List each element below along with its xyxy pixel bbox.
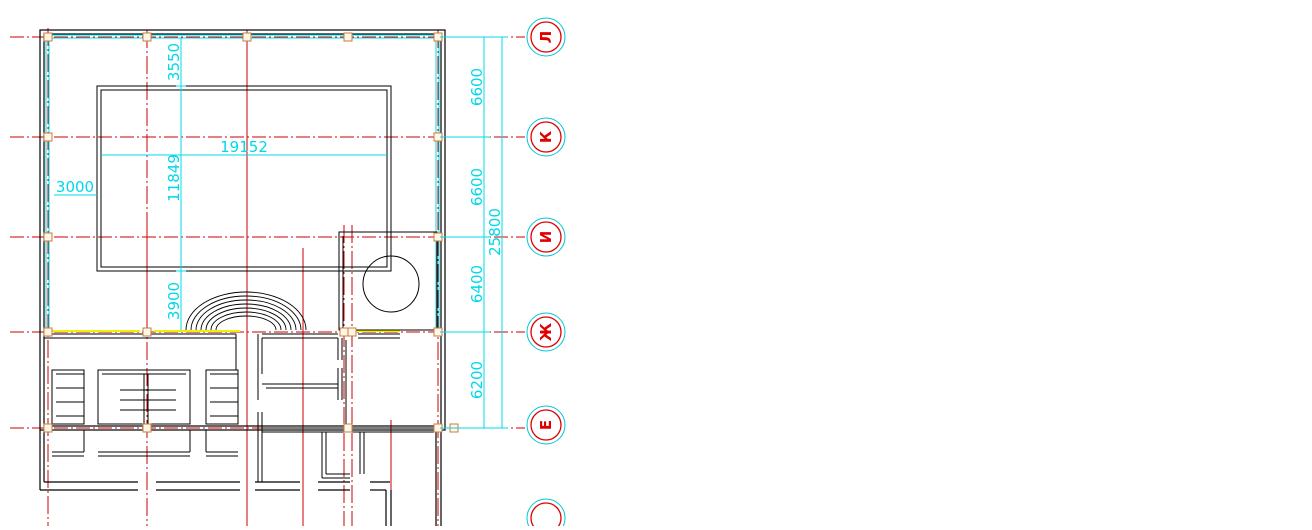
dimension-label-span-3: 6400	[468, 265, 486, 303]
axis-bubble-e: Е	[526, 405, 566, 445]
column-mark	[242, 32, 252, 42]
column-mark	[43, 232, 53, 242]
axis-bubble-label: Е	[537, 420, 555, 430]
axis-bubble-label: К	[537, 130, 555, 143]
axis-bubble-label: Ж	[537, 322, 555, 341]
axis-bubble-i: И	[526, 217, 566, 257]
axis-bubble-l: Л	[526, 17, 566, 57]
dimension-label-span-1: 6600	[468, 68, 486, 106]
dimension-label-top-offset: 3550	[165, 43, 183, 81]
dimension-label-bottom-offset: 3900	[165, 282, 183, 320]
axis-bubble-k: К	[526, 117, 566, 157]
stage-arcs	[185, 291, 307, 331]
stair-blocks	[51, 369, 239, 457]
horizontal-axis-lines	[10, 36, 525, 429]
column-mark	[339, 327, 349, 337]
column-mark	[343, 32, 353, 42]
outer-walls	[39, 29, 446, 526]
lower-rooms	[44, 333, 436, 482]
central-hall	[96, 85, 392, 272]
dimension-label-hall-depth: 11849	[165, 154, 183, 202]
column-mark	[43, 32, 53, 42]
dimension-label-hall-width: 19152	[220, 138, 268, 156]
column-mark	[43, 327, 53, 337]
column-mark	[43, 132, 53, 142]
interior-dimensions	[54, 38, 387, 330]
glazing	[45, 34, 440, 330]
round-room	[338, 231, 438, 331]
right-dimension-chain	[440, 36, 508, 429]
dimension-label-span-4: 6200	[468, 361, 486, 399]
column-mark	[142, 32, 152, 42]
axis-bubble-partial	[526, 498, 566, 530]
dimension-label-side-offset: 3000	[56, 178, 94, 196]
column-mark	[347, 327, 357, 337]
column-markers	[43, 32, 459, 433]
axis-bubble-label: И	[537, 231, 555, 244]
column-mark	[343, 423, 353, 433]
axis-bubble-label: Л	[537, 31, 555, 43]
column-mark	[142, 423, 152, 433]
column-mark	[142, 327, 152, 337]
column-mark	[43, 423, 53, 433]
round-feature	[362, 255, 420, 313]
dimension-label-span-2: 6600	[468, 168, 486, 206]
vertical-axis-lines	[47, 28, 439, 526]
axis-bubble-zh: Ж	[526, 312, 566, 352]
dimension-label-total: 25800	[486, 208, 504, 256]
